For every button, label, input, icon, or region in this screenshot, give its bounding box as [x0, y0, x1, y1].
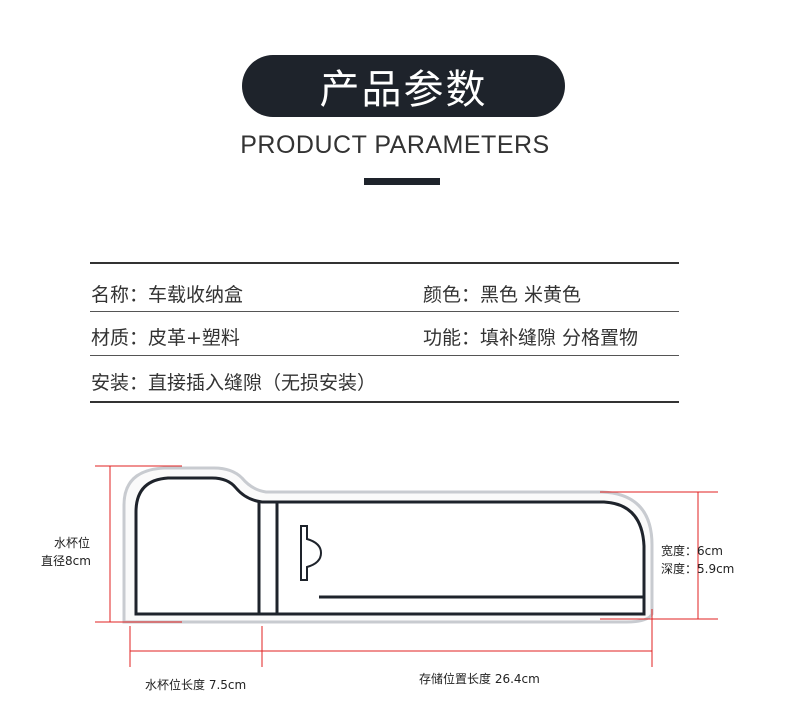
param-label: 名称： [91, 284, 149, 306]
page-subtitle: PRODUCT PARAMETERS [240, 131, 550, 159]
dimension-lines [95, 465, 718, 667]
param-color: 颜色：黑色 米黄色 [423, 280, 581, 307]
title-banner: 产品参数 [242, 55, 565, 117]
param-function: 功能：填补缝隙 分格置物 [423, 323, 638, 350]
param-label: 安装： [91, 372, 149, 394]
table-divider [90, 355, 679, 356]
cup-label: 水杯位 [54, 536, 91, 550]
title-underline [364, 178, 440, 185]
depth-label: 深度：5.9cm [661, 562, 735, 576]
box-inner-outline [134, 476, 646, 616]
param-material: 材质：皮革+塑料 [91, 323, 240, 350]
param-label: 功能： [423, 327, 481, 349]
param-value: 填补缝隙 分格置物 [480, 327, 639, 349]
table-divider [90, 311, 679, 312]
storage-length-label: 存储位置长度 26.4cm [419, 672, 540, 686]
param-value: 黑色 米黄色 [480, 284, 582, 306]
param-name: 名称：车载收纳盒 [91, 280, 243, 307]
cup-length-label: 水杯位长度 7.5cm [145, 678, 247, 692]
param-label: 颜色： [423, 284, 481, 306]
table-top-rule [90, 262, 679, 264]
param-label: 材质： [91, 327, 149, 349]
param-value: 皮革+塑料 [148, 327, 240, 349]
page-title: 产品参数 [319, 67, 488, 113]
param-value: 车载收纳盒 [148, 284, 244, 306]
param-install: 安装：直接插入缝隙（无损安装） [91, 368, 376, 395]
width-label: 宽度：6cm [661, 544, 723, 558]
param-value: 直接插入缝隙（无损安装） [148, 372, 377, 394]
table-bottom-rule [90, 401, 679, 403]
cup-diameter-label: 直径8cm [41, 554, 91, 568]
tab-notch [300, 525, 323, 581]
